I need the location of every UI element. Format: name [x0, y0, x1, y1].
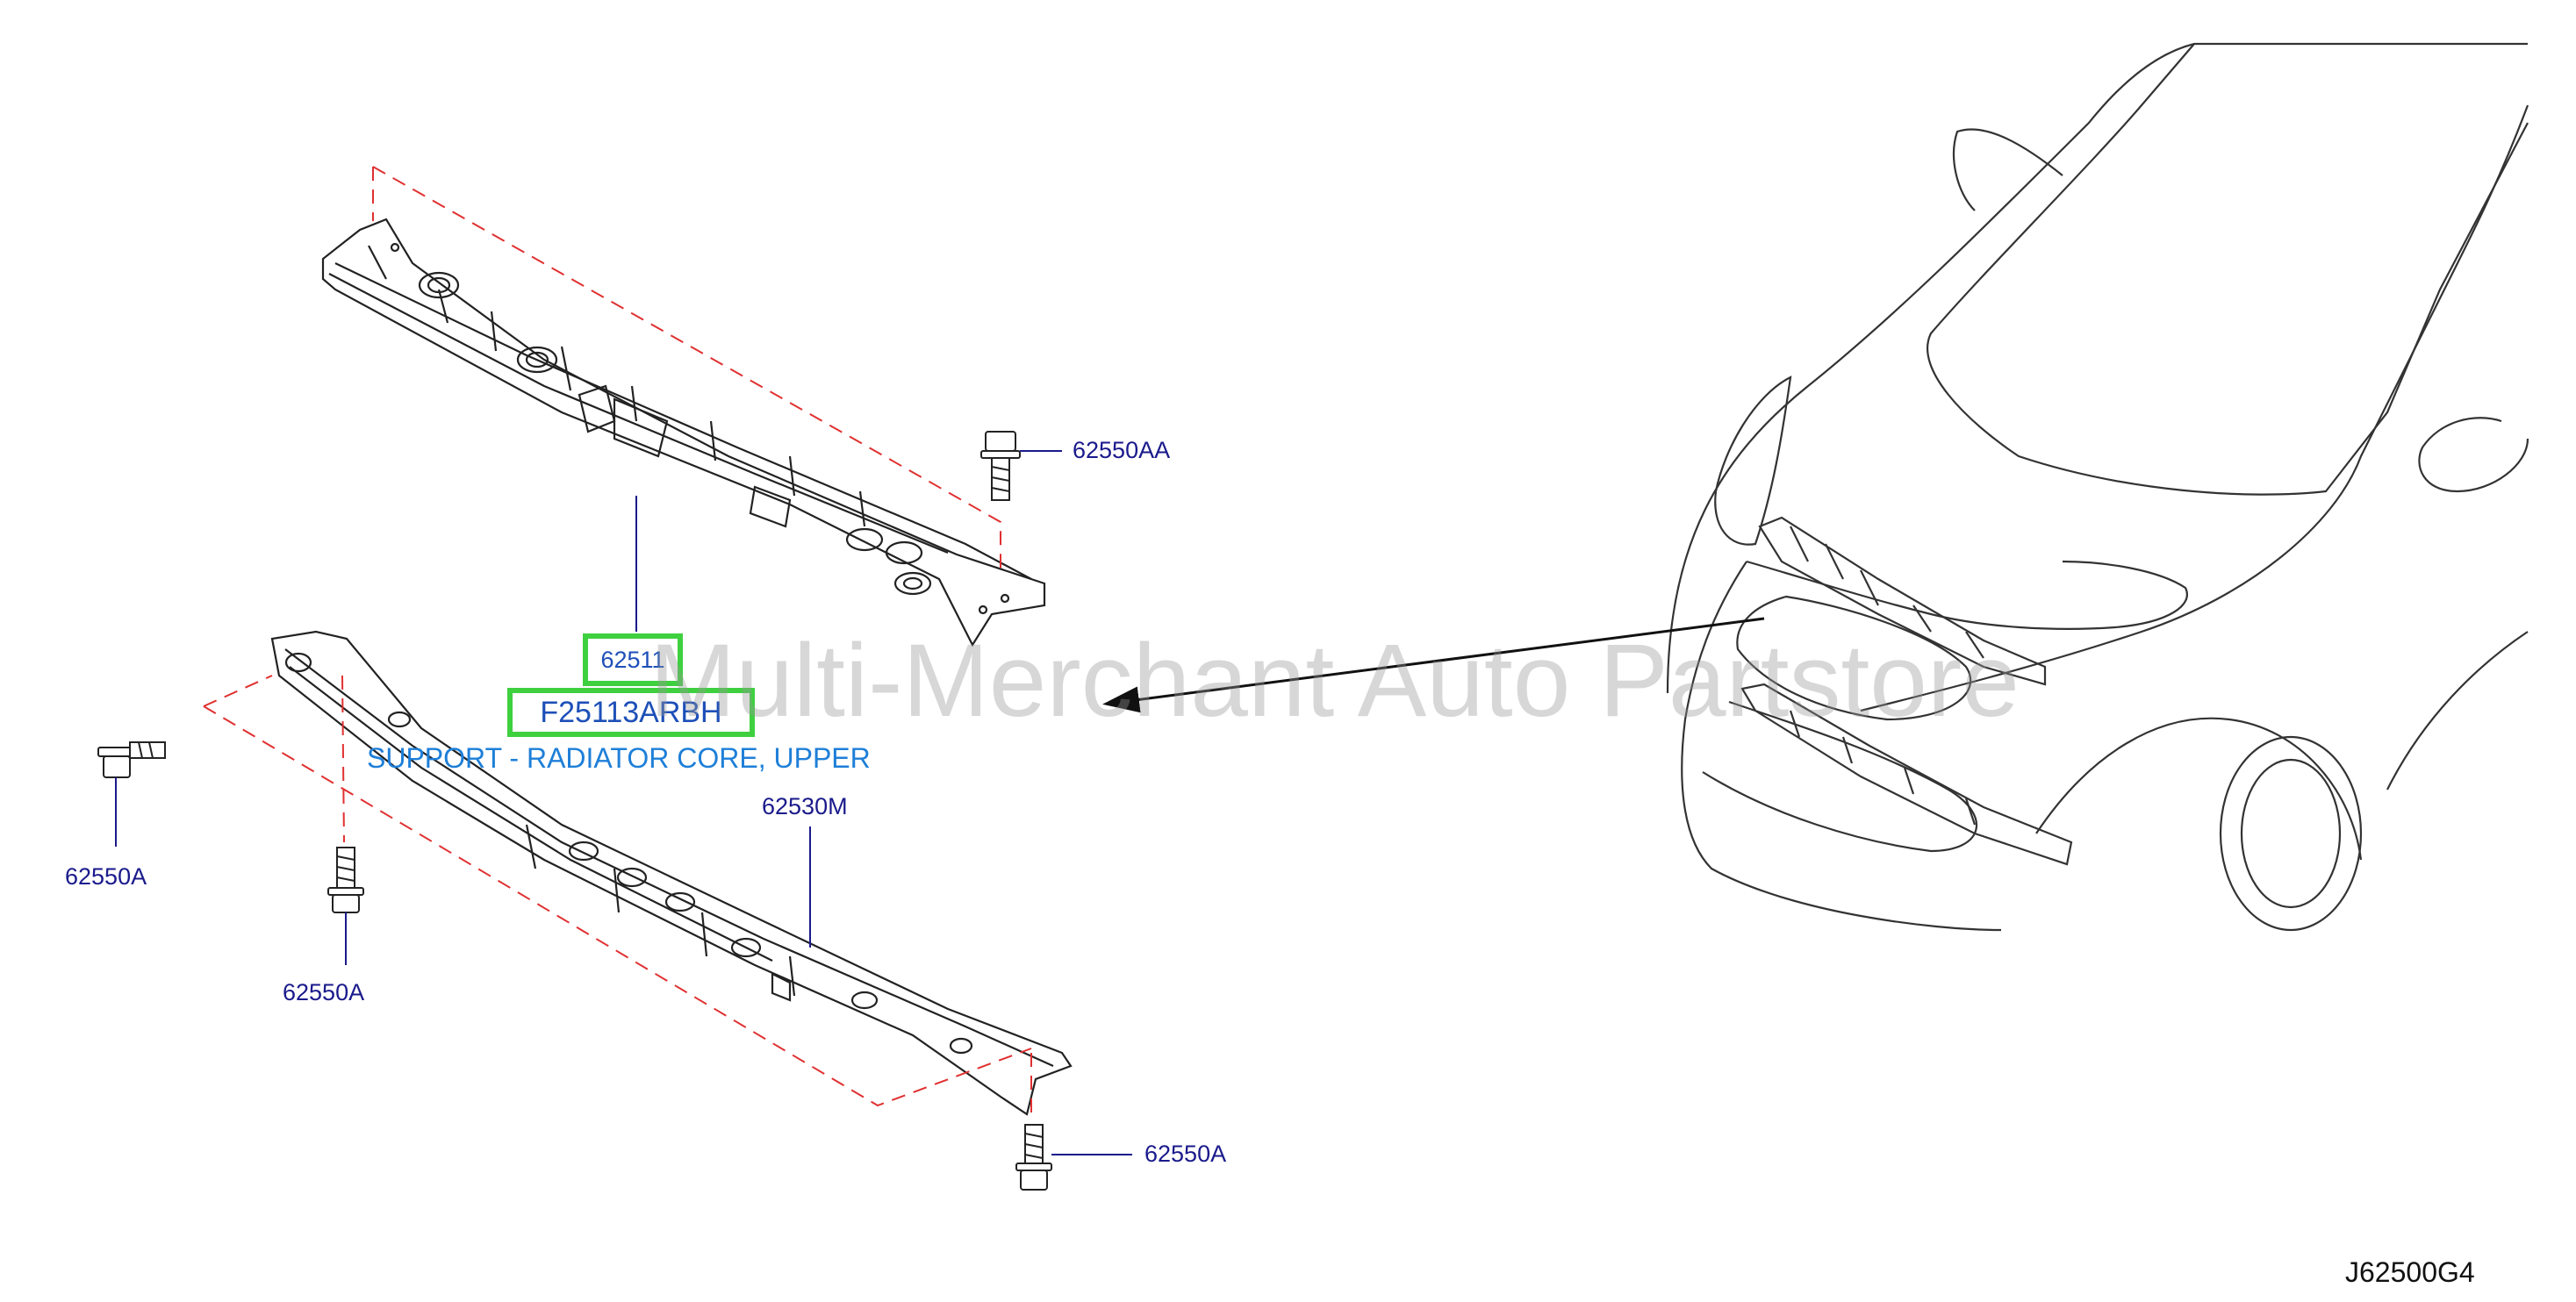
label-bolt-left[interactable]: 62550A — [65, 863, 147, 890]
vehicle-outline — [1666, 42, 2529, 932]
upper-support-part[interactable] — [321, 218, 1046, 647]
part-description: SUPPORT - RADIATOR CORE, UPPER — [367, 742, 871, 774]
bolt-left[interactable] — [97, 741, 166, 778]
alignment-lines — [203, 166, 1032, 1114]
bolt-lower-left[interactable] — [327, 847, 364, 913]
location-arrow — [1102, 617, 1765, 713]
label-bolt-lower-left[interactable]: 62550A — [283, 979, 365, 1005]
label-bolt-upper[interactable]: 62550AA — [1073, 437, 1171, 463]
label-lower-support[interactable]: 62530M — [762, 793, 848, 819]
bolt-upper[interactable] — [980, 431, 1021, 501]
bolt-lower-right[interactable] — [1015, 1124, 1052, 1191]
diagram-id: J62500G4 — [2345, 1256, 2475, 1288]
part-number-callout[interactable]: 62511 — [583, 633, 683, 686]
lower-support-part[interactable] — [270, 630, 1073, 1116]
oem-number-callout[interactable]: F25113ARBH — [507, 688, 755, 737]
label-bolt-lower-right[interactable]: 62550A — [1144, 1141, 1227, 1167]
leader-lines — [115, 450, 1132, 1155]
